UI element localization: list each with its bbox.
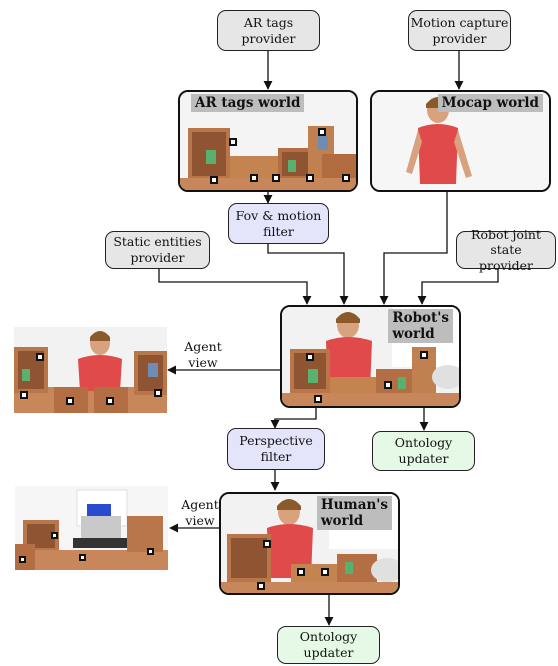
- ontology-updater-node-2: Ontology updater: [277, 626, 380, 664]
- robot-agent-view-image: [14, 327, 167, 413]
- ar-tags-world-title: AR tags world: [191, 94, 305, 113]
- human-agent-view-image: [15, 486, 168, 570]
- ar-tags-world-panel: AR tags world: [178, 90, 358, 192]
- fov-motion-filter-node: Fov & motion filter: [228, 203, 329, 244]
- humans-world-panel: Human's world: [219, 492, 400, 595]
- ar-tags-provider-node: AR tags provider: [217, 10, 320, 51]
- arrow-fov-filter-to-robot-world: [267, 244, 349, 305]
- mocap-world-panel: Mocap world: [370, 90, 551, 192]
- robot-joint-state-provider-node: Robot joint state provider: [456, 227, 556, 273]
- arrow-static-provider-to-robot-world: [158, 269, 312, 305]
- robots-world-title: Robot's world: [388, 309, 453, 344]
- arrow-robot-world-to-perspective-filter: [270, 408, 317, 429]
- static-entities-provider-node: Static entities provider: [105, 231, 210, 269]
- agent-view-label-1: Agent view: [184, 339, 222, 370]
- agent-view-label-2: Agent view: [181, 497, 219, 528]
- arrow-joint-provider-to-robot-world: [417, 269, 499, 305]
- robots-world-panel: Robot's world: [280, 305, 461, 408]
- ontology-updater-node-1: Ontology updater: [372, 431, 475, 471]
- perspective-filter-node: Perspective filter: [227, 428, 325, 470]
- humans-world-title: Human's world: [316, 496, 392, 531]
- motion-capture-provider-node: Motion capture provider: [408, 10, 511, 51]
- arrow-mocap-world-to-robot-world: [379, 192, 448, 305]
- mocap-world-title: Mocap world: [437, 94, 543, 113]
